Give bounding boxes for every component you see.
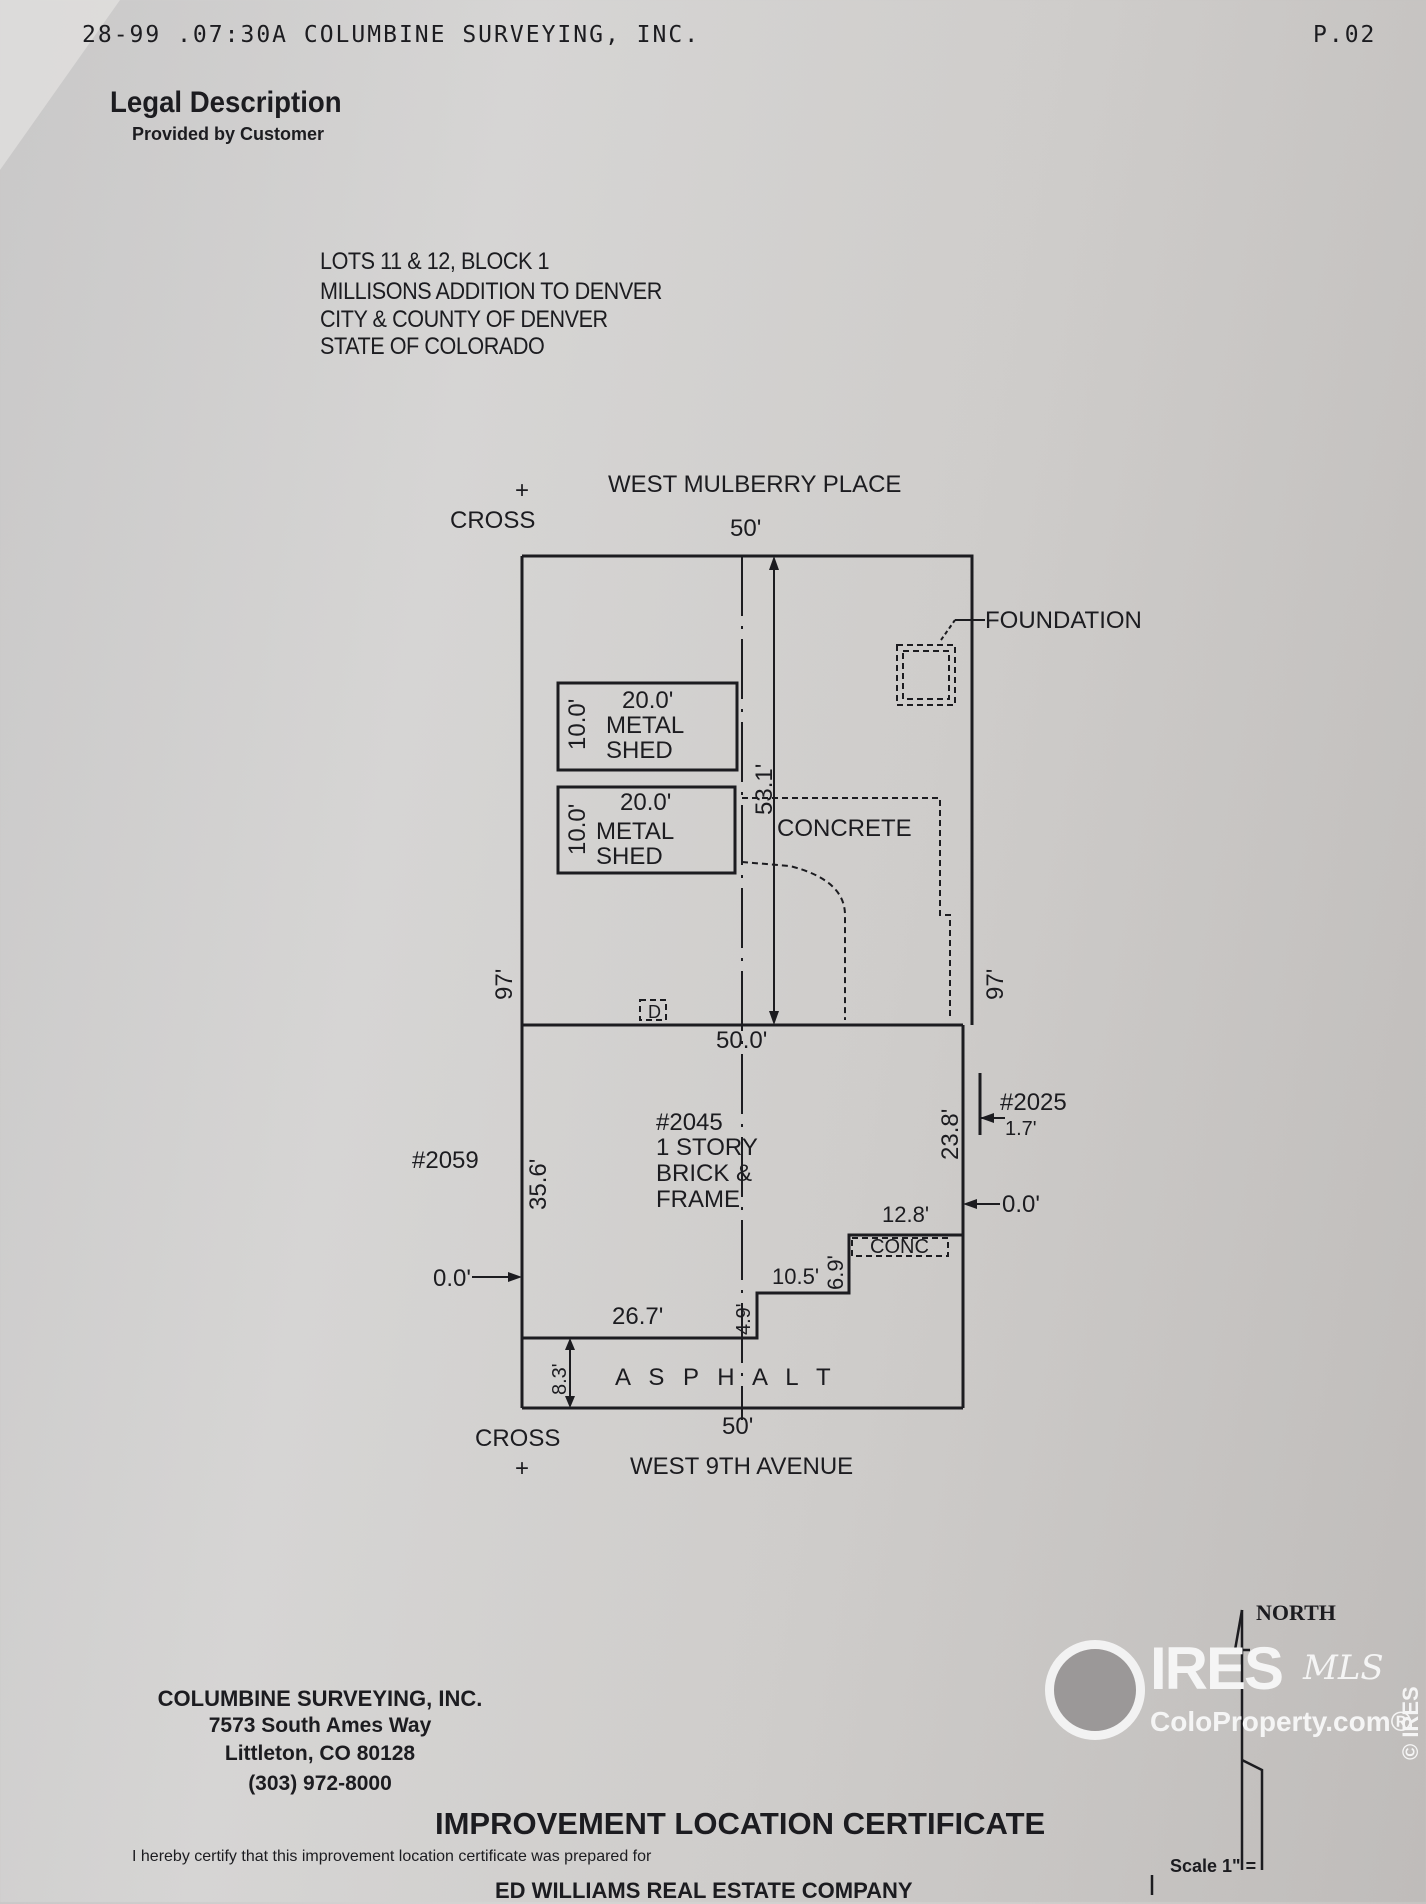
dashed-features [639, 644, 956, 1257]
step-low-dim: 4.9' [733, 1303, 755, 1335]
right-offset: 0.0' [1002, 1191, 1040, 1218]
conc-label: CONC [870, 1236, 929, 1258]
shed-label: METAL [606, 712, 684, 739]
legal-line: CITY & COUNTY OF DENVER [320, 306, 608, 333]
certification-text: I hereby certify that this improvement l… [132, 1848, 652, 1865]
lot-lines [472, 554, 1005, 1420]
firm-name: COLUMBINE SURVEYING, INC. [157, 1686, 483, 1711]
left-offset: 0.0' [433, 1265, 471, 1292]
asphalt-depth: 8.3' [549, 1363, 571, 1395]
right-depth: 97' [982, 969, 1009, 1000]
step-rise-dim: 6.9' [823, 1255, 848, 1290]
north-label: NORTH [1256, 1600, 1336, 1625]
page-number: P.02 [1313, 22, 1377, 48]
center-dimension: 53.1' [751, 764, 778, 815]
watermark-side: © IRES [1398, 1686, 1423, 1760]
top-width: 50' [730, 515, 761, 542]
foundation-label: FOUNDATION [985, 607, 1142, 634]
watermark-brand: IRES [1150, 1635, 1284, 1702]
watermark-mls: MLS [1303, 1648, 1384, 1688]
folded-corner [0, 0, 120, 170]
house-desc: FRAME [656, 1186, 740, 1213]
legal-line: STATE OF COLORADO [320, 333, 545, 360]
shed-depth: 10.0' [564, 699, 591, 750]
south-street-name: WEST 9TH AVENUE [630, 1453, 853, 1480]
shed-width: 20.0' [622, 687, 673, 714]
right-side-dim: 23.8' [937, 1109, 964, 1160]
scale-label: Scale 1" = [1170, 1856, 1256, 1876]
north-street-name: WEST MULBERRY PLACE [608, 471, 901, 498]
firm-address: 7573 South Ames Way [208, 1714, 432, 1737]
legal-description-subtitle: Provided by Customer [132, 124, 325, 144]
asphalt-label: A S P H A L T [615, 1364, 837, 1391]
house-logo-icon [1045, 1640, 1145, 1740]
fax-header: 28-99 .07:30A COLUMBINE SURVEYING, INC. [82, 22, 701, 48]
left-side-dim: 35.6' [525, 1159, 552, 1210]
arrowheads [508, 556, 994, 1408]
legal-description-title: Legal Description [110, 86, 342, 119]
concrete-label: CONCRETE [777, 815, 912, 842]
house-desc: 1 STORY [656, 1134, 758, 1161]
shed-label: SHED [606, 737, 673, 764]
north-arrow-icon [1150, 1609, 1264, 1895]
shed-width: 20.0' [620, 789, 671, 816]
ires-watermark: IRES MLS ColoProperty.com® [1045, 1635, 1411, 1750]
mid-width: 50.0' [716, 1027, 767, 1054]
cross-plus-top: + [515, 477, 529, 504]
d-mark: D [648, 1002, 661, 1022]
legal-line: LOTS 11 & 12, BLOCK 1 [320, 248, 550, 275]
cross-plus-bottom: + [515, 1455, 529, 1482]
cross-label-bottom: CROSS [475, 1425, 560, 1452]
firm-phone: (303) 972-8000 [248, 1772, 392, 1795]
legal-line: MILLISONS ADDITION TO DENVER [320, 278, 662, 305]
client-company: ED WILLIAMS REAL ESTATE COMPANY [495, 1878, 913, 1903]
shed-label: METAL [596, 818, 674, 845]
shed-label: SHED [596, 843, 663, 870]
house-number: #2045 [656, 1109, 723, 1136]
watermark-site: ColoProperty.com® [1150, 1706, 1412, 1737]
neighbor-west: #2059 [412, 1147, 479, 1174]
bottom-width: 50' [722, 1413, 753, 1440]
shed-depth: 10.0' [564, 804, 591, 855]
neighbor-east: #2025 [1000, 1089, 1067, 1116]
cross-label-top: CROSS [450, 507, 535, 534]
step-mid-dim: 10.5' [772, 1264, 819, 1289]
left-depth: 97' [491, 969, 518, 1000]
east-offset: 1.7' [1005, 1118, 1037, 1140]
house-desc: BRICK & [656, 1160, 752, 1187]
front-dim: 26.7' [612, 1303, 663, 1330]
certificate-title: IMPROVEMENT LOCATION CERTIFICATE [435, 1806, 1046, 1841]
firm-city: Littleton, CO 80128 [224, 1742, 416, 1765]
step-top-dim: 12.8' [882, 1202, 929, 1227]
